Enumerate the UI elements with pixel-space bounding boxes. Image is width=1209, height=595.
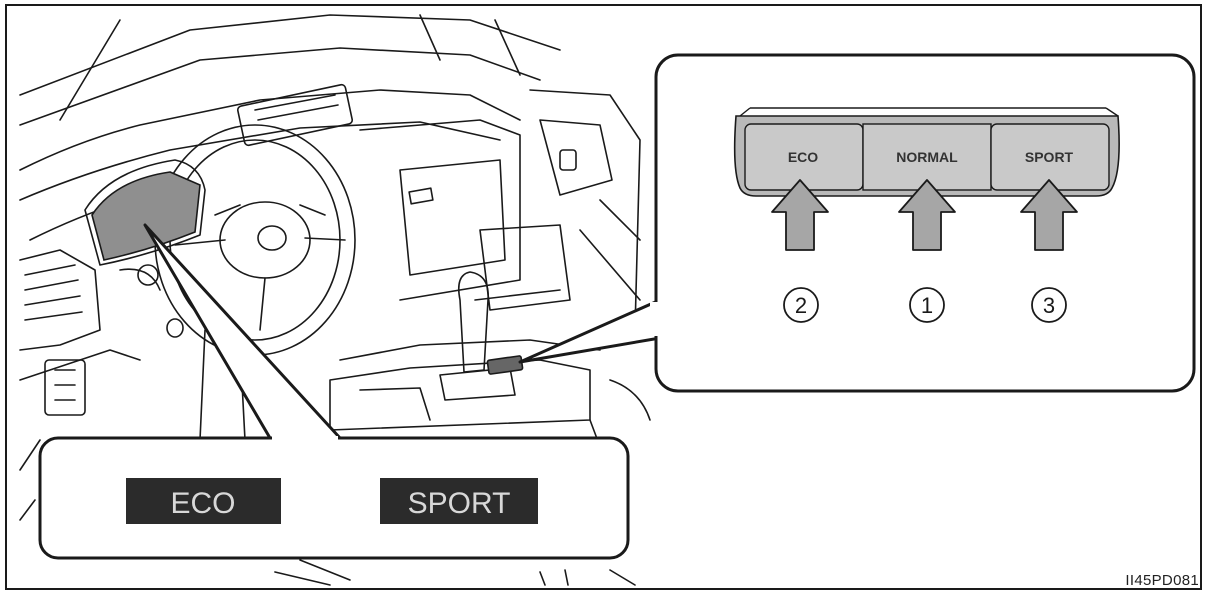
sport-switch-label: SPORT	[1025, 149, 1074, 165]
eco-indicator-text: ECO	[170, 487, 235, 520]
normal-switch-label: NORMAL	[896, 149, 958, 165]
normal-press-arrow-icon	[898, 179, 956, 251]
eco-press-arrow-icon	[771, 179, 829, 251]
figure-code: II45PD081	[1125, 572, 1199, 589]
normal-callout-number-text: 1	[921, 293, 933, 318]
eco-switch-label: ECO	[788, 149, 818, 165]
normal-callout-number: 1	[909, 287, 945, 323]
sport-press-arrow-icon	[1020, 179, 1078, 251]
sport-indicator	[380, 478, 538, 524]
eco-indicator	[126, 478, 281, 524]
sport-callout-number-text: 3	[1043, 293, 1055, 318]
sport-callout-number: 3	[1031, 287, 1067, 323]
normal-switch-button[interactable]	[862, 123, 992, 191]
drive-mode-switch: ECO NORMAL SPORT	[733, 107, 1120, 197]
eco-callout-number: 2	[783, 287, 819, 323]
figure-frame	[5, 4, 1202, 590]
eco-callout-number-text: 2	[795, 293, 807, 318]
cluster-display-screen	[91, 171, 201, 261]
switch-callout-pointer	[518, 298, 662, 364]
sport-indicator-text: SPORT	[408, 487, 511, 520]
